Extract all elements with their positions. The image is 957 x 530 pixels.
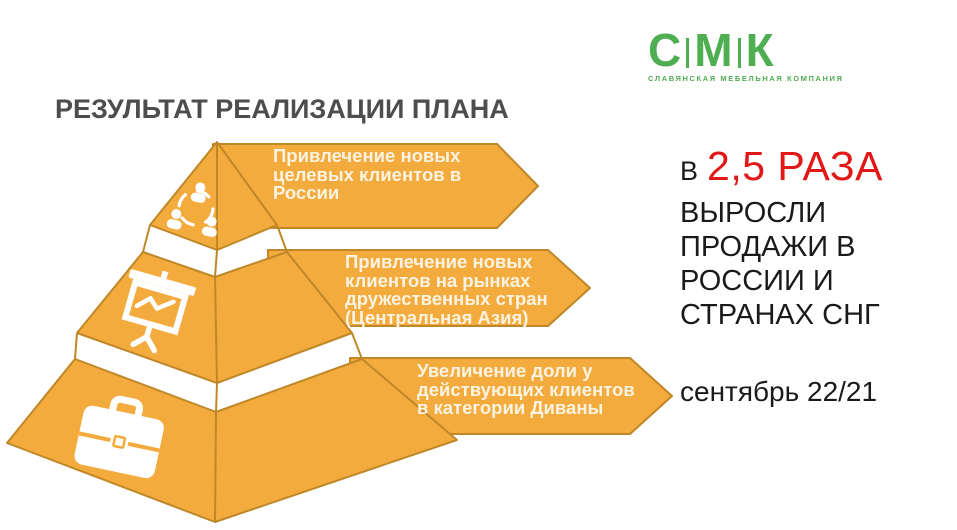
pyramid-diagram [6, 141, 673, 523]
banner-3-label: Увеличение доли у действующих клиентов в… [417, 360, 635, 418]
banner-2-label: Привлечение новых клиентов на рынках дру… [345, 251, 548, 328]
result-text-line: СТРАНАХ СНГ [680, 299, 880, 331]
result-text-line: ВЫРОСЛИ [680, 197, 827, 229]
pyramid-tier-3 [6, 358, 458, 523]
company-logo: С М К СЛАВЯНСКАЯ МЕБЕЛЬНАЯ КОМПАНИЯ [648, 24, 844, 83]
banner-1-line: целевых клиентов в [273, 163, 462, 185]
banner-3-line: в категории Диваны [417, 397, 604, 418]
logo-divider [686, 38, 690, 68]
logo-divider [737, 38, 741, 68]
banner-1-line: России [273, 182, 340, 203]
result-highlight: 2,5 РАЗА [707, 143, 884, 189]
period-label: сентябрь 22/21 [680, 376, 878, 407]
banner-2-line: дружественных стран [345, 288, 548, 309]
logo-letter: М [694, 24, 733, 76]
banner-2-line: Привлечение новых [345, 251, 533, 272]
logo-letter: К [745, 24, 774, 76]
banner-3-line: действующих клиентов [417, 378, 635, 400]
people-network-icon [166, 182, 217, 237]
banner-3-line: Увеличение доли у [417, 360, 593, 381]
presentation-chart-icon [121, 269, 196, 354]
logo-subtitle: СЛАВЯНСКАЯ МЕБЕЛЬНАЯ КОМПАНИЯ [648, 74, 844, 83]
page-title: РЕЗУЛЬТАТ РЕАЛИЗАЦИИ ПЛАНА [55, 94, 509, 124]
result-text-line: РОССИИ И [680, 265, 834, 297]
result-headline: В 2,5 РАЗА [680, 143, 950, 190]
result-text: ВЫРОСЛИ ПРОДАЖИ В РОССИИ И СТРАНАХ СНГ [680, 196, 950, 332]
banner-2-line: клиентов на рынках [345, 269, 531, 291]
logo-letter: С [648, 24, 682, 76]
result-prefix: В [680, 156, 699, 186]
banner-1-label: Привлечение новых целевых клиентов в Рос… [273, 145, 462, 203]
banner-1-line: Привлечение новых [273, 145, 461, 166]
banner-2-line: (Центральная Азия) [345, 306, 529, 328]
briefcase-icon [74, 395, 164, 479]
logo-letters: С М К [648, 24, 818, 76]
result-text-line: ПРОДАЖИ В [680, 231, 856, 263]
result-block: В 2,5 РАЗА ВЫРОСЛИ ПРОДАЖИ В РОССИИ И СТ… [680, 143, 950, 332]
